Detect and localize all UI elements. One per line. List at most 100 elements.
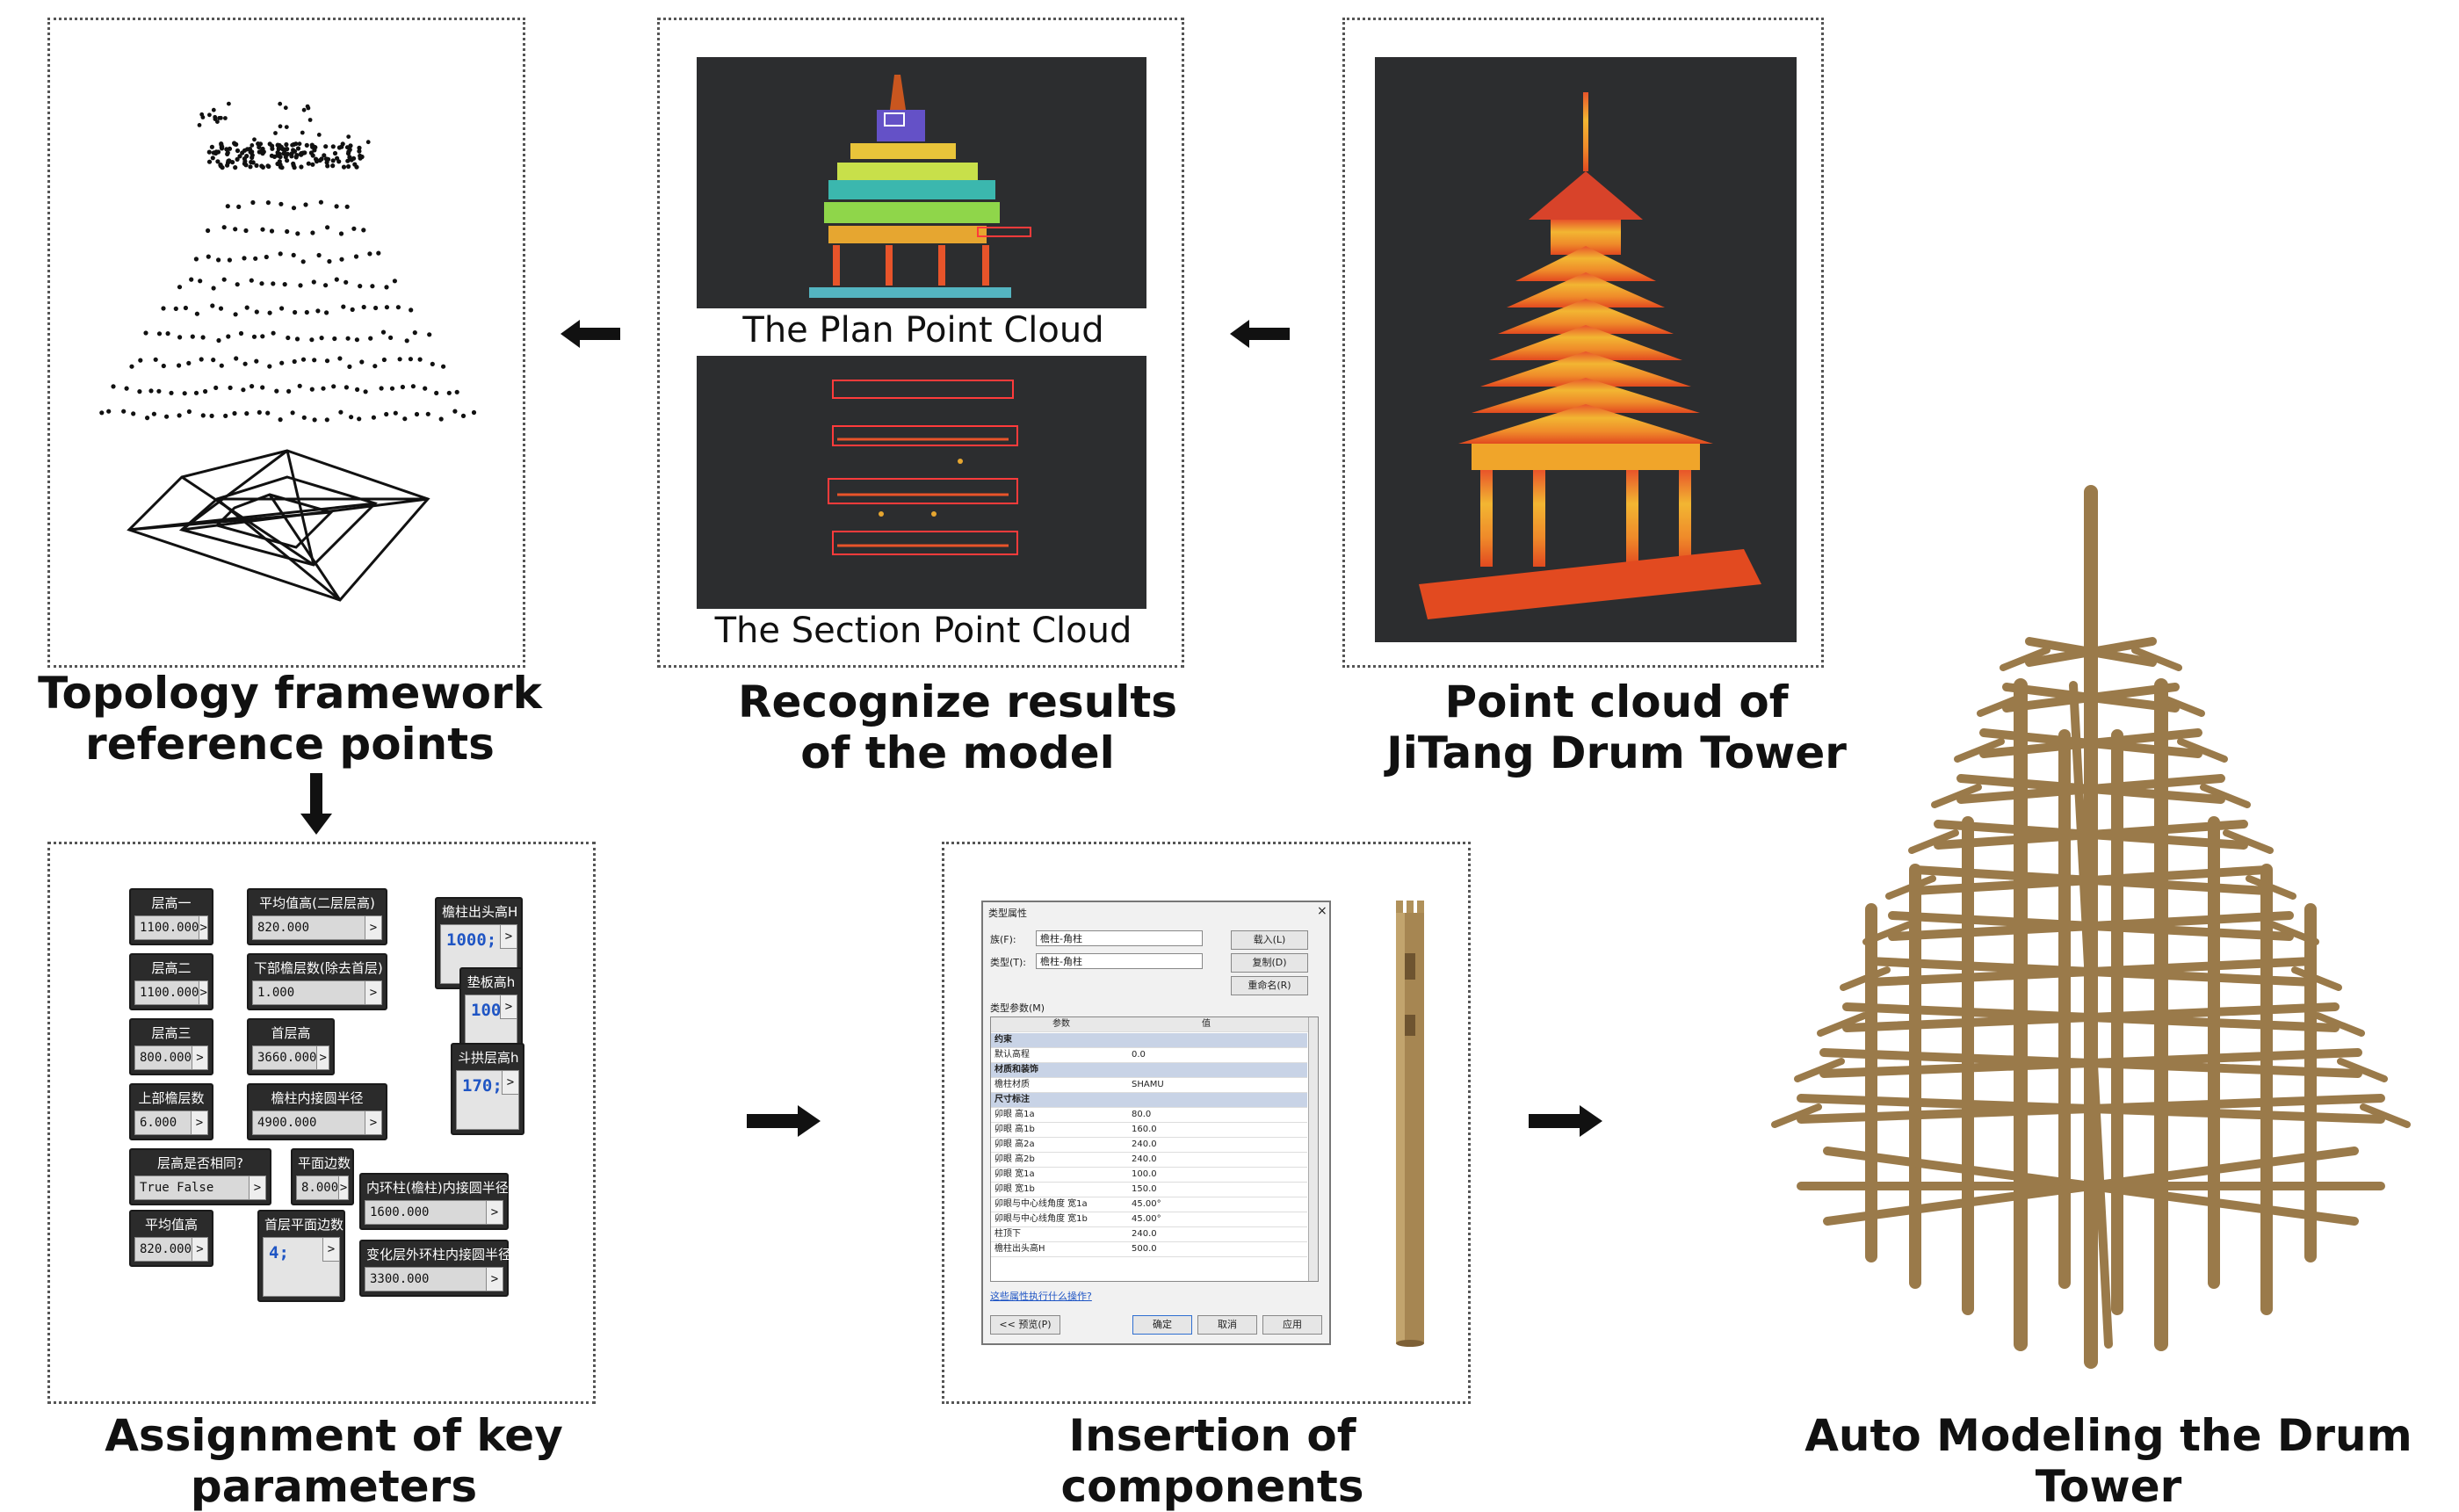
help-link[interactable]: 这些属性执行什么操作? <box>990 1291 1092 1302</box>
output-port-icon[interactable]: > <box>191 1111 207 1134</box>
output-port-icon[interactable]: > <box>500 925 517 949</box>
ok-button[interactable]: 确定 <box>1132 1315 1192 1335</box>
rename-button[interactable]: 重命名(R) <box>1231 976 1308 995</box>
parameter-node[interactable]: 层高是否相同?True False> <box>129 1148 271 1205</box>
reference-point <box>232 141 237 146</box>
reference-point <box>471 409 477 416</box>
boolean-toggle[interactable]: True False <box>140 1181 214 1195</box>
rafter <box>2177 738 2228 763</box>
output-port-icon[interactable]: > <box>338 1176 348 1199</box>
parameter-node-title: 层高二 <box>151 960 192 976</box>
parameter-node-input[interactable]: 820.000> <box>134 1237 208 1262</box>
output-port-icon[interactable]: > <box>316 1046 329 1069</box>
parameter-node-input[interactable]: 4;> <box>263 1237 340 1297</box>
reference-point <box>336 145 342 150</box>
close-icon[interactable]: × <box>1317 904 1327 918</box>
reference-point <box>215 119 220 124</box>
reference-point <box>344 279 349 285</box>
parameter-node-input[interactable]: 1100.000> <box>134 915 208 940</box>
reference-point <box>315 308 321 314</box>
parameter-node-title: 斗拱层高h <box>458 1050 519 1066</box>
reference-point <box>206 254 211 259</box>
reference-point <box>234 356 239 361</box>
output-port-icon[interactable]: > <box>199 916 207 939</box>
parameter-node[interactable]: 下部檐层数(除去首层)1.000> <box>247 953 387 1010</box>
parameter-node[interactable]: 斗拱层高h 170;> <box>451 1043 524 1135</box>
output-port-icon[interactable]: > <box>500 995 517 1019</box>
family-select[interactable]: 檐柱-角柱 <box>1036 930 1203 946</box>
output-port-icon[interactable]: > <box>502 1071 518 1095</box>
duplicate-button[interactable]: 复制(D) <box>1231 953 1308 973</box>
output-port-icon[interactable]: > <box>365 1111 381 1134</box>
reference-point <box>304 142 309 148</box>
arrow-right-icon <box>747 1105 821 1137</box>
output-port-icon[interactable]: > <box>486 1201 503 1224</box>
reference-point <box>250 143 255 148</box>
output-port-icon[interactable]: > <box>322 1238 339 1262</box>
output-port-icon[interactable]: > <box>365 981 381 1004</box>
reference-point <box>285 151 290 156</box>
parameter-node[interactable]: 层高二 1100.000> <box>129 953 213 1010</box>
reference-point <box>241 387 246 393</box>
table-row[interactable]: 材质和装饰 <box>991 1063 1307 1078</box>
parameter-node-value: 3300.000 <box>370 1272 430 1286</box>
cancel-button[interactable]: 取消 <box>1197 1315 1257 1335</box>
table-row[interactable]: 尺寸标注 <box>991 1093 1307 1108</box>
param-value: 45.00° <box>1132 1214 1161 1224</box>
parameter-node-input[interactable]: 4900.000> <box>252 1110 382 1135</box>
output-port-icon[interactable]: > <box>486 1268 503 1291</box>
parameter-node-input[interactable]: 170;> <box>456 1070 519 1130</box>
output-port-icon[interactable]: > <box>249 1176 265 1199</box>
reference-point <box>177 285 183 290</box>
scrollbar[interactable] <box>1308 1017 1318 1281</box>
preview-button[interactable]: << 预览(P) <box>990 1315 1060 1335</box>
reference-point <box>213 149 219 155</box>
output-port-icon[interactable]: > <box>365 916 381 939</box>
output-port-icon[interactable]: > <box>192 1238 207 1261</box>
parameter-node-input[interactable]: 8.000> <box>296 1176 349 1200</box>
output-port-icon[interactable]: > <box>199 981 207 1004</box>
parameter-node[interactable]: 平均值高(二层层高)820.000> <box>247 888 387 945</box>
parameter-node-input[interactable]: 1600.000> <box>365 1200 503 1225</box>
reference-point <box>227 146 233 151</box>
parameter-node-input[interactable]: 3660.000> <box>252 1045 329 1070</box>
reference-point <box>106 409 112 414</box>
parameter-node-input[interactable]: True False > <box>134 1176 266 1200</box>
reference-point <box>282 148 287 154</box>
load-button[interactable]: 载入(L) <box>1231 930 1308 950</box>
table-row[interactable]: 约束 <box>991 1033 1307 1048</box>
output-port-icon[interactable]: > <box>192 1046 207 1069</box>
parameter-node-input[interactable]: 1100.000> <box>134 980 208 1005</box>
parameter-node-input[interactable]: 6.000> <box>134 1110 208 1135</box>
parameter-node-input[interactable]: 1.000> <box>252 980 382 1005</box>
parameter-node-input[interactable]: 3300.000 > <box>365 1267 503 1291</box>
reference-point <box>310 230 315 235</box>
parameter-node-input[interactable]: 820.000> <box>252 915 382 940</box>
parameter-node-input[interactable]: 800.000> <box>134 1045 208 1070</box>
type-select[interactable]: 檐柱-角柱 <box>1036 953 1203 969</box>
apply-button[interactable]: 应用 <box>1262 1315 1322 1335</box>
reference-point <box>345 336 351 341</box>
